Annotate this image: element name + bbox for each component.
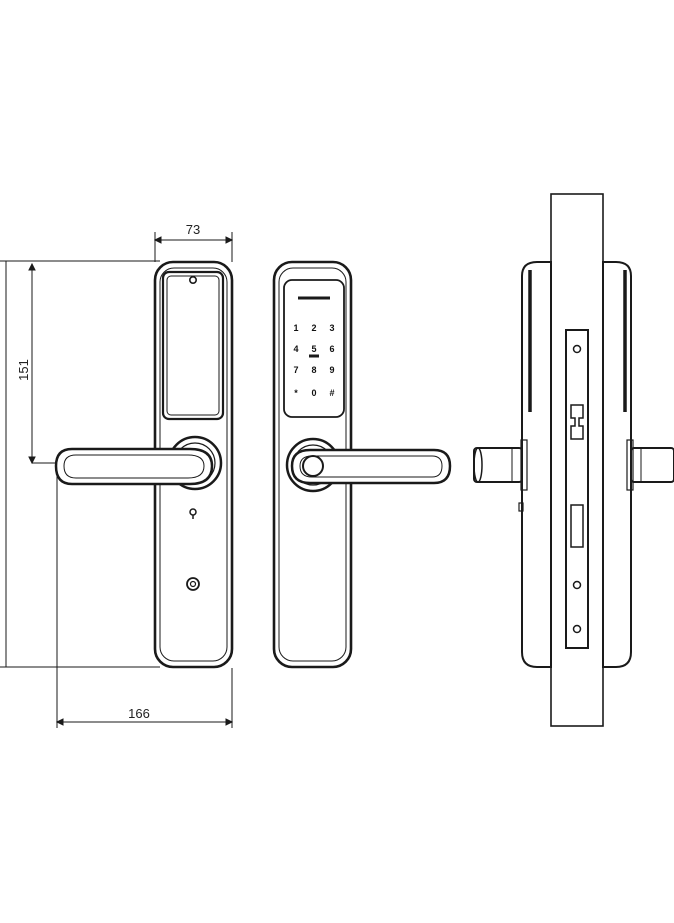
lock-front-view-rear-panel <box>54 260 234 669</box>
dimension-annotations <box>0 232 234 728</box>
dimension-width-bottom-label: 166 <box>128 706 150 721</box>
keypad-key-2: 2 <box>311 323 316 333</box>
dimension-height-label: 151 <box>16 359 31 381</box>
keypad-key-5: 5 <box>311 344 316 354</box>
keypad: 1 2 3 4 5 6 7 8 9 * 0 # <box>293 323 334 398</box>
keypad-key-6: 6 <box>329 344 334 354</box>
keypad-key-4: 4 <box>293 344 298 354</box>
lock-front-view-keypad-panel <box>272 260 452 669</box>
lock-side-view <box>473 193 674 727</box>
keypad-key-hash: # <box>329 388 334 398</box>
keypad-key-3: 3 <box>329 323 334 333</box>
keypad-key-star: * <box>294 388 298 398</box>
keypad-key-9: 9 <box>329 365 334 375</box>
keypad-key-7: 7 <box>293 365 298 375</box>
keypad-key-8: 8 <box>311 365 316 375</box>
dimension-width-top-label: 73 <box>186 222 200 237</box>
keypad-key-1: 1 <box>293 323 298 333</box>
keypad-key-0: 0 <box>311 388 316 398</box>
